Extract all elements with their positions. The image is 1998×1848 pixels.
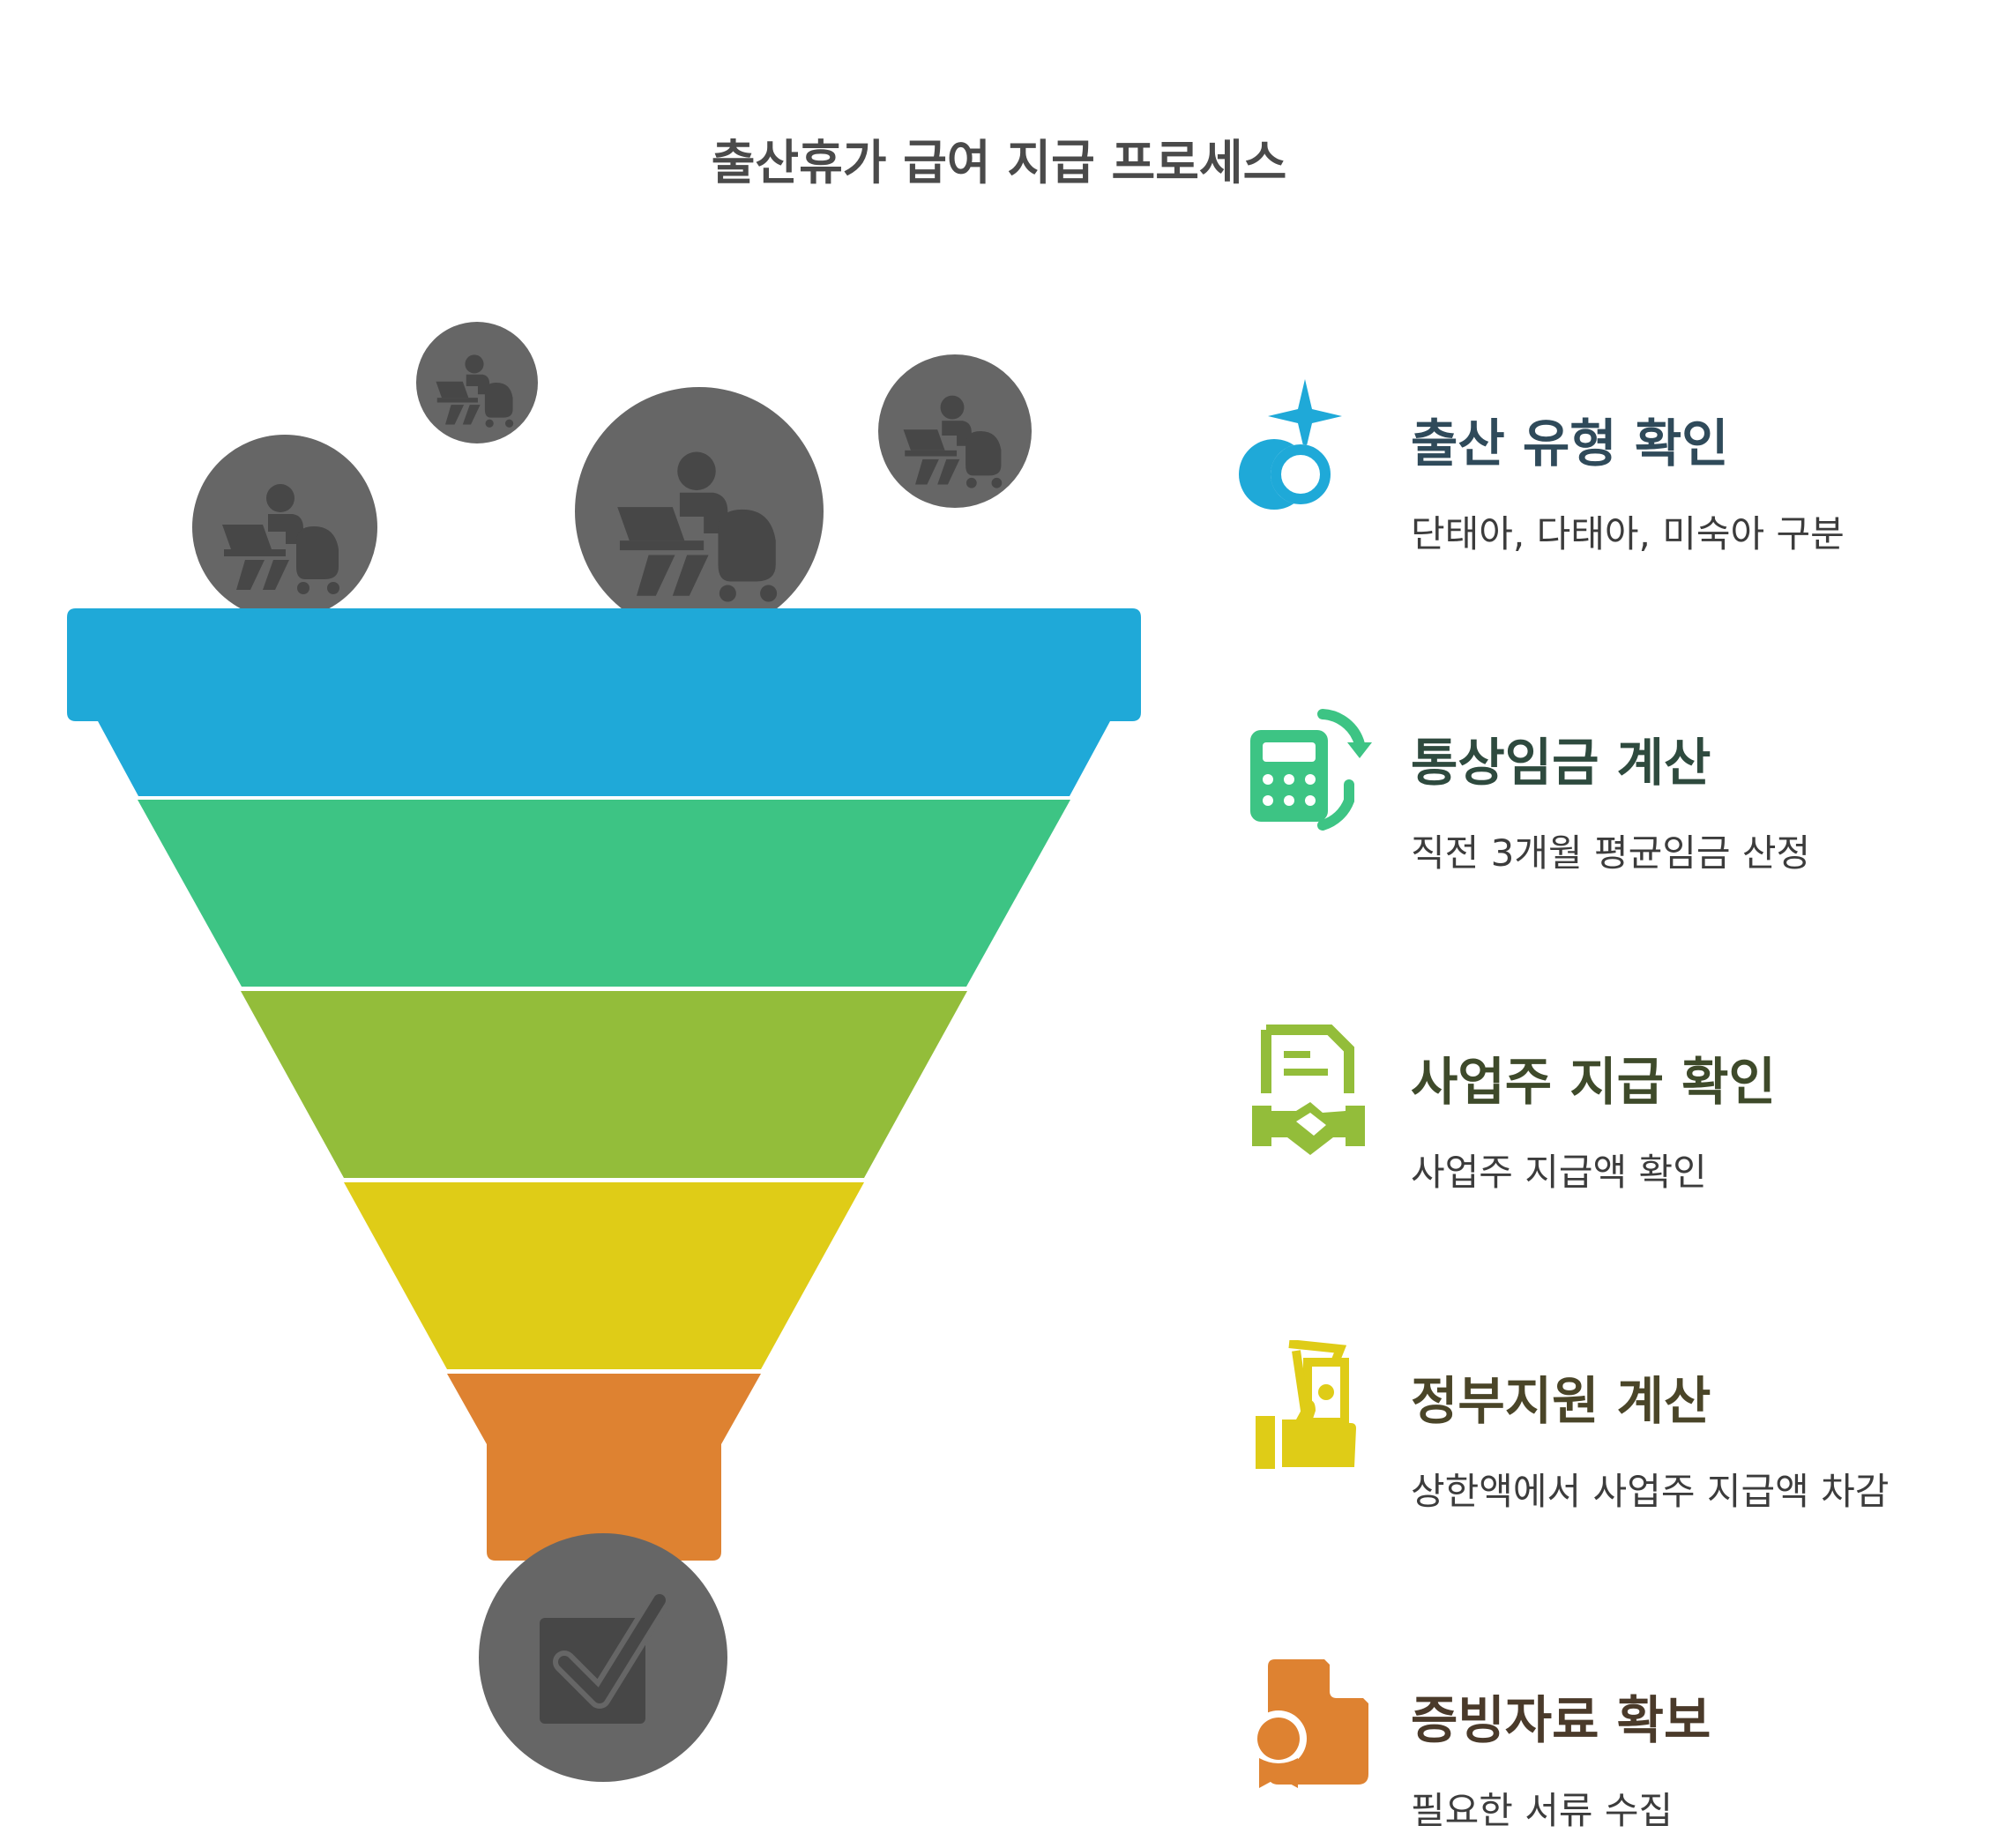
input-circle (878, 354, 1032, 508)
input-circle (575, 387, 824, 636)
funnel-layer-2 (138, 800, 1070, 987)
input-circle (416, 322, 538, 443)
calculator-cycle-icon (1250, 709, 1372, 831)
step-5: 증빙자료 확보 필요한 서류 수집 (1411, 1689, 1975, 1834)
page-title: 출산휴가 급여 지급 프로세스 (711, 135, 1287, 190)
funnel-layer-5 (447, 1374, 761, 1561)
step-2: 통상임금 계산 직전 3개월 평균임금 산정 (1411, 732, 1975, 876)
step-4: 정부지원 계산 상한액에서 사업주 지급액 차감 (1411, 1370, 1975, 1515)
certificate-document-icon (1252, 1659, 1368, 1788)
handshake-document-icon (1252, 1025, 1365, 1155)
baby-rings-icon (1239, 379, 1342, 510)
step-title: 출산 유형 확인 (1411, 414, 1729, 473)
step-description: 필요한 서류 수집 (1411, 1789, 1674, 1832)
step-title: 정부지원 계산 (1411, 1371, 1711, 1431)
funnel-layer-1 (67, 608, 1141, 796)
step-1: 출산 유형 확인 단태아, 다태아, 미숙아 구분 (1411, 413, 1975, 557)
step-3: 사업주 지급 확인 사업주 지급액 확인 (1411, 1051, 1975, 1196)
step-title: 사업주 지급 확인 (1411, 1052, 1776, 1112)
step-title: 증빙자료 확보 (1411, 1690, 1711, 1750)
step-description: 사업주 지급액 확인 (1411, 1151, 1707, 1194)
input-circle (192, 435, 377, 620)
hand-money-icon (1256, 1340, 1356, 1469)
output-circle (479, 1533, 727, 1782)
step-title: 통상임금 계산 (1411, 733, 1711, 793)
step-description: 직전 3개월 평균임금 산정 (1411, 831, 1811, 875)
funnel-layer-4 (344, 1182, 864, 1369)
step-description: 단태아, 다태아, 미숙아 구분 (1411, 512, 1845, 555)
checkbox-icon (540, 1589, 671, 1724)
funnel-layer-3 (241, 991, 967, 1178)
step-description: 상한액에서 사업주 지급액 차감 (1411, 1470, 1890, 1513)
